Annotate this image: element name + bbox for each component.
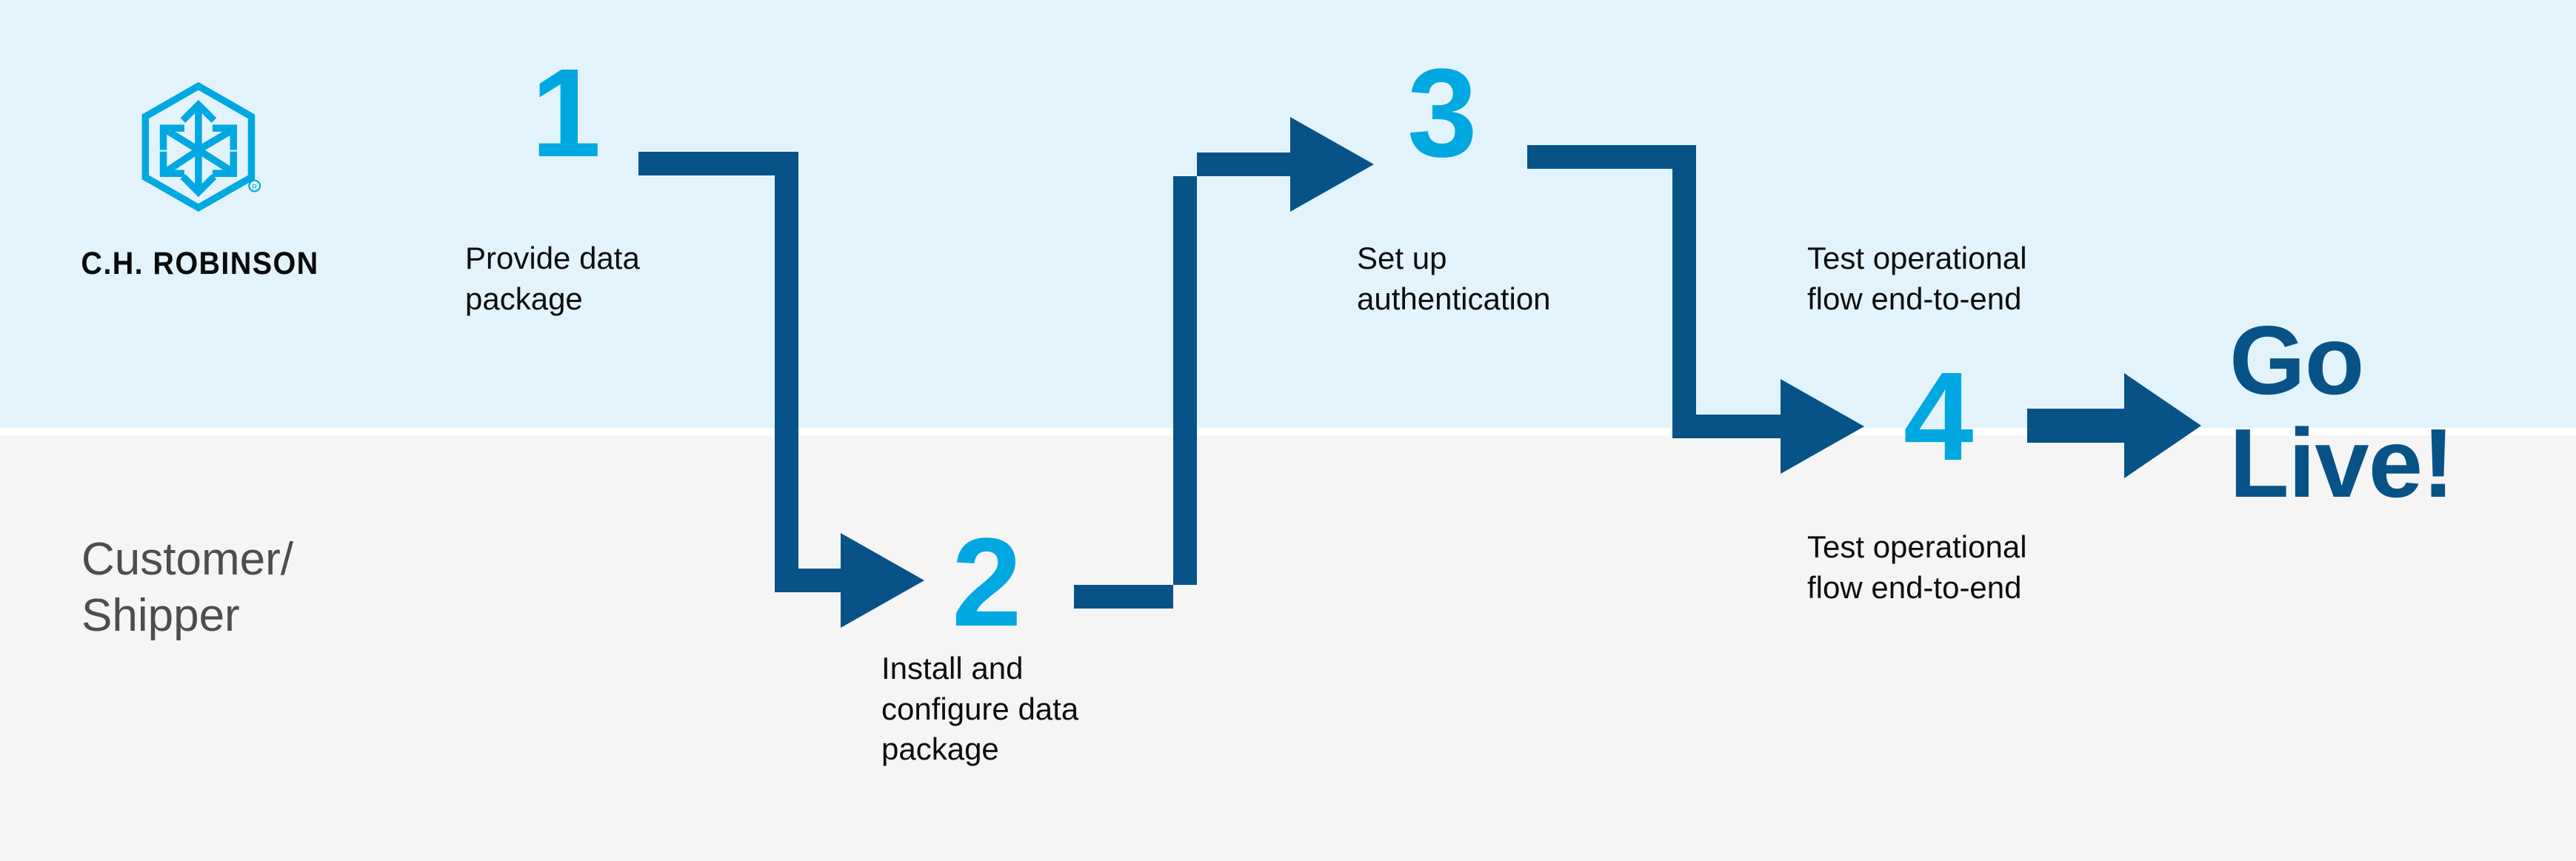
step-label-3: Set up authentication xyxy=(1357,241,1551,316)
lane-label-customer-shipper: Customer/ Shipper xyxy=(81,534,293,641)
lane-band-top xyxy=(0,0,2576,428)
step-label-4-above: Test operational flow end-to-end xyxy=(1807,241,2027,316)
step-label-4-below: Test operational flow end-to-end xyxy=(1807,529,2027,605)
brand-wordmark: C.H. ROBINSON xyxy=(81,246,319,281)
step-number-3: 3 xyxy=(1407,43,1478,184)
step-label-2: Install and configure data package xyxy=(881,651,1079,767)
step-label-1: Provide data package xyxy=(465,241,640,316)
step-number-2: 2 xyxy=(952,512,1022,653)
lane-band-bottom xyxy=(0,435,2576,861)
hexagon-cube-arrows-logo-icon: R xyxy=(141,81,261,212)
svg-text:R: R xyxy=(252,183,257,191)
go-live-callout: Go Live! xyxy=(2229,306,2455,517)
brand-logo-block: R C.H. ROBINSON xyxy=(67,81,333,304)
step-number-1: 1 xyxy=(531,43,601,184)
step-number-4: 4 xyxy=(1903,346,1974,487)
